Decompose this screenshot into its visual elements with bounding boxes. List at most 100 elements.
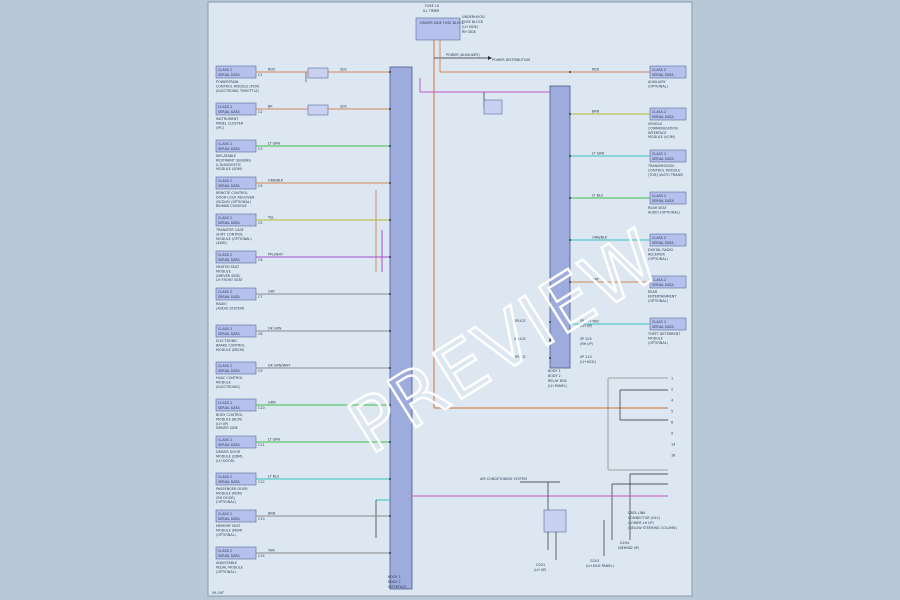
module-tag: CLASS 2 (218, 290, 232, 294)
bus-pin (389, 552, 391, 554)
splice-title: SPLICE (514, 319, 526, 323)
ground3-line2: (BEHIND I/P) (618, 546, 640, 550)
module-tag2: SERIAL DATA (218, 443, 240, 447)
module-wire-color: LT GRN (268, 142, 281, 146)
module-wire-color: GRY (592, 278, 600, 282)
dlc-line-4: (BELOW STEERING COLUMN) (628, 526, 677, 530)
module-desc: (OPTIONAL) (648, 257, 669, 261)
module-tag2: SERIAL DATA (652, 241, 674, 245)
module-wire-color: RD5 (268, 68, 275, 72)
module-desc: MEMORY SEAT (216, 524, 241, 528)
module-desc: (LH I/P) (216, 422, 229, 426)
fuse-note-1: UNDERHOOD (462, 15, 485, 19)
module-tag: CLASS 2 (652, 110, 666, 114)
bus-pin (549, 339, 551, 341)
module-desc: VEHICLE (648, 122, 662, 126)
mid-bus-label-2: BODY 2 (548, 374, 561, 378)
module-desc: POWERTRAIN (216, 80, 239, 84)
fuse-note-4: RH SIDE (462, 30, 476, 34)
bus-pin (389, 330, 391, 332)
dlc-pin-label: 9 (671, 432, 673, 436)
module-pin: C5 (258, 221, 263, 225)
module-wire-color: LT BLU (268, 475, 280, 479)
bus-pin (389, 515, 391, 517)
bus-pin (389, 404, 391, 406)
module-pin: C11 (258, 443, 265, 447)
bus-pin (389, 293, 391, 295)
module-wire-color: ORN/BLK (592, 236, 608, 240)
bus-pin (569, 155, 571, 157)
module-wire-color: TAN (267, 549, 275, 553)
module-tag: CLASS 2 (218, 364, 232, 368)
module-tag2: SERIAL DATA (652, 73, 674, 77)
module-desc: (OPTIONAL) (216, 500, 237, 504)
module-desc: TRANSFER CASE (215, 228, 244, 232)
module-desc: (RH DOOR) (216, 496, 236, 500)
module-desc: HVAC CONTROL (216, 376, 243, 380)
module-desc: INFLATABLE (216, 154, 236, 158)
inline-component (307, 67, 329, 79)
module-desc: COMMUNICATION (648, 126, 678, 130)
bus-pin (389, 182, 391, 184)
module-tag2: SERIAL DATA (218, 369, 240, 373)
module-tag2: SERIAL DATA (218, 73, 240, 77)
module-desc: CONTROL MODULE (648, 168, 680, 172)
module-desc: DIGITAL RADIO (648, 248, 673, 252)
bus-pin (569, 197, 571, 199)
fuse-arrow-label: POWER DISTRIBUTION (492, 58, 530, 62)
module-desc: MODULE (VCIM) (648, 135, 676, 139)
module-wire-color: BK (268, 105, 273, 109)
module-desc: (ELECTRONIC THROTTLE) (216, 89, 260, 93)
dlc-pin-label: 14 (671, 443, 675, 447)
module-pin: C7 (258, 295, 263, 299)
module-desc: AUXILIARY (648, 80, 666, 84)
module-desc: DOOR LOCK RECEIVER (216, 195, 255, 199)
module-desc: AUDIO (OPTIONAL) (648, 210, 681, 214)
module-desc: (IPC) (216, 126, 225, 130)
relay-box (483, 99, 503, 115)
module-wire-color: TAN (591, 320, 599, 324)
module-wire-color: GRN (268, 401, 276, 405)
module-desc: (4WD) (216, 241, 227, 245)
module-desc: SHIFT CONTROL (216, 232, 243, 236)
module-desc: THEFT DETERRENT (647, 332, 681, 336)
splice-title: SPLICE (514, 337, 526, 341)
bus-pin (389, 478, 391, 480)
module-desc: INTERFACE (648, 131, 667, 135)
module-tag: CLASS 2 (652, 68, 666, 72)
module-desc: PASSENGER DOOR (216, 487, 248, 491)
module-tag2: SERIAL DATA (652, 283, 674, 287)
module-tag: CLASS 2 (218, 105, 232, 109)
module-desc: MODULE (216, 380, 231, 384)
top-fuse: FUSE 10 ILL TIMER DRIVER SIDE FUSE BLOCK… (415, 4, 530, 62)
module-tag2: SERIAL DATA (218, 110, 240, 114)
dlc-line-1: DATA LINK (628, 511, 646, 515)
module-pin: C12 (258, 480, 265, 484)
module-tag: CLASS 2 (218, 512, 232, 516)
module-desc: REAR SEAT (648, 206, 668, 210)
module-tag: CLASS 2 (652, 278, 666, 282)
